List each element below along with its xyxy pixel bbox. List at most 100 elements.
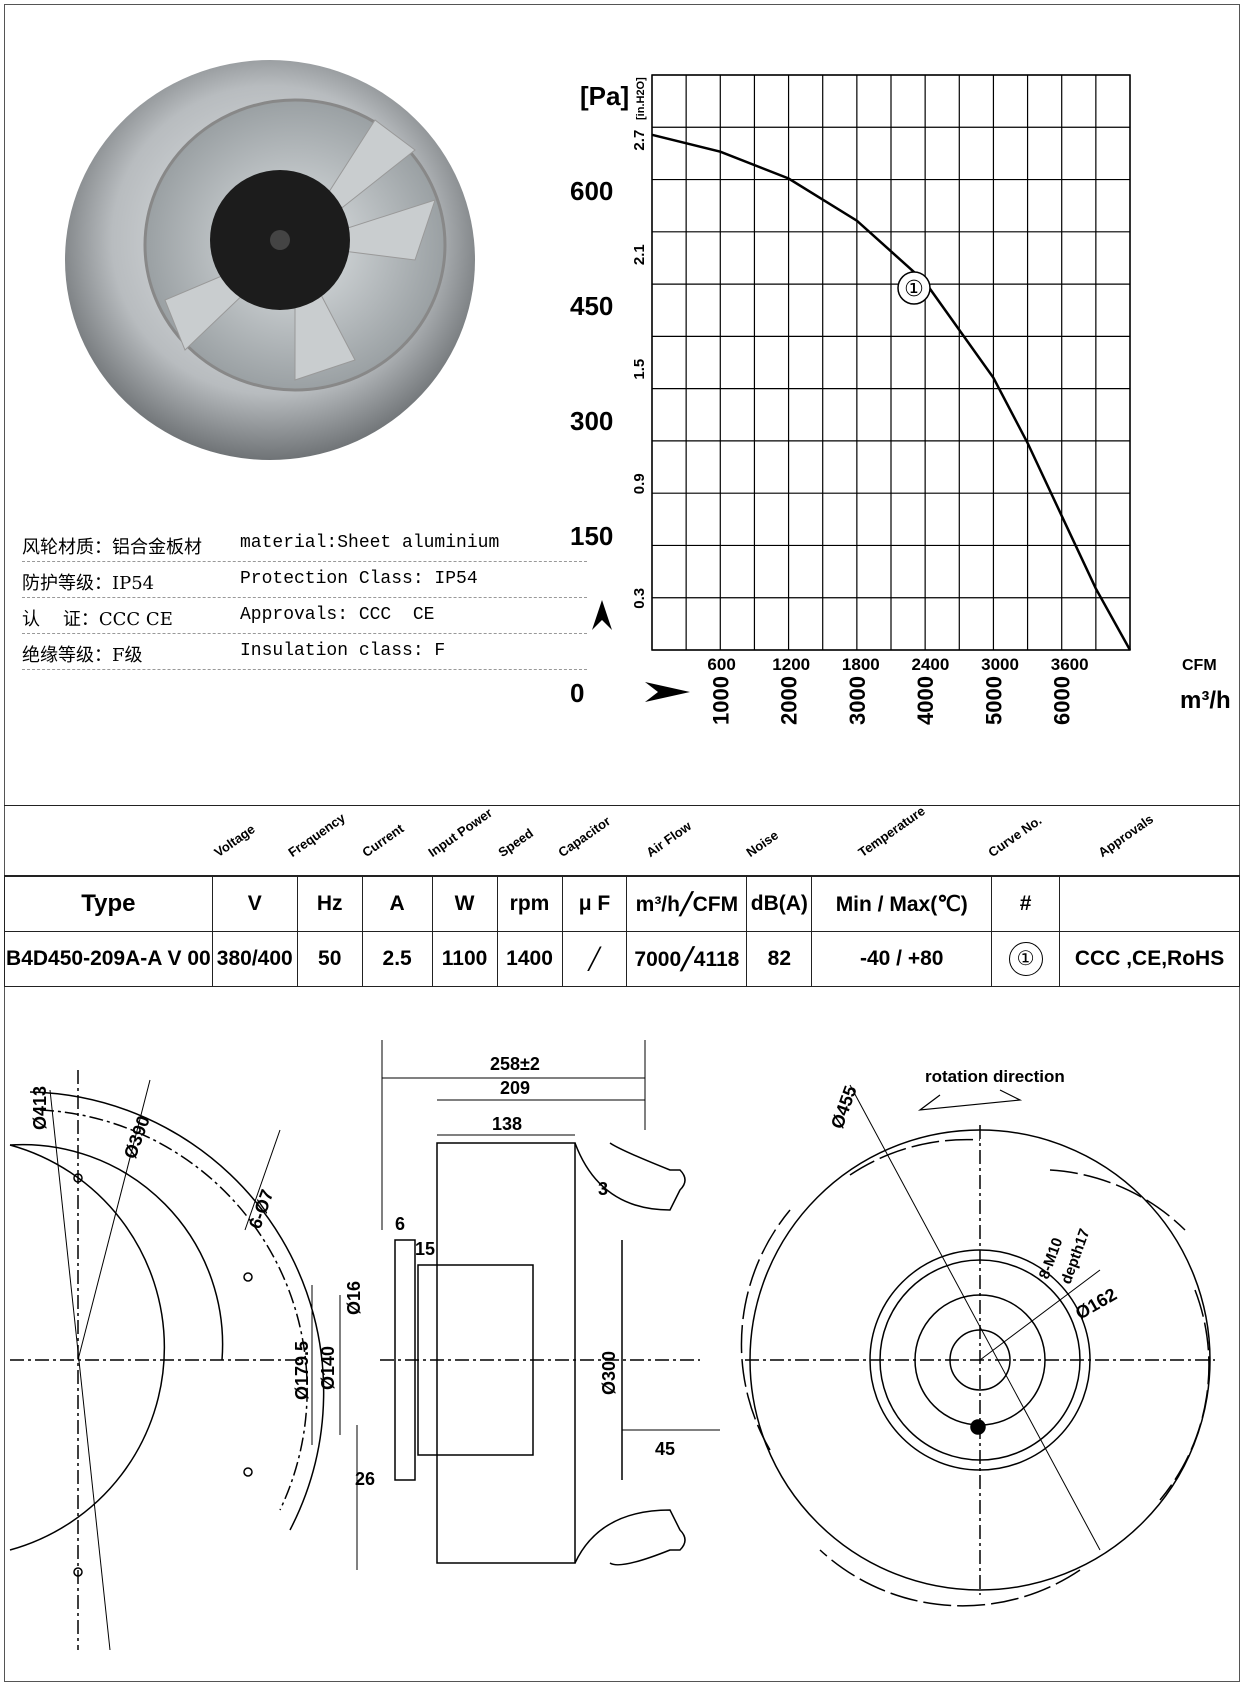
technical-drawings: Ø413 Ø390 6-Ø7 258±2 209 138 3 6 15 Ø16 … [9,1040,1215,1651]
y-tick-label: 600 [570,176,613,206]
spec-en: material:Sheet aluminium [240,533,500,553]
cell-current: 2.5 [361,931,433,987]
dim-26: 26 [355,1469,375,1489]
dim-d162: Ø162 [1072,1284,1120,1323]
y-tick-label: 300 [570,406,613,436]
spec-cn: 风轮材质：铝合金板材 [22,537,202,558]
unit-db: dB(A) [746,875,813,932]
unit-approvals [1059,875,1240,932]
x-cfm-tick-label: 600 [707,655,735,674]
dim-d140: Ø140 [318,1346,338,1390]
unit-v: V [211,875,298,932]
cell-type: B4D450-209A-A V 00 [4,931,213,987]
dim-depth17: depth17 [1058,1227,1094,1287]
y-unit-label: [Pa] [580,81,629,111]
y2-tick-label: 0.3 [631,588,648,609]
dim-d179: Ø179.5 [292,1341,312,1400]
y2-tick-label: 1.5 [631,359,648,380]
x-m3h-tick-label: 6000 [1050,676,1075,725]
curve-label-text: ① [904,277,924,302]
cell-curve: ① [991,931,1061,987]
cell-voltage: 380/400 [211,931,298,987]
spec-row-approvals: 认 证：CCC CE Approvals: CCC CE [22,597,587,634]
dim-6: 6 [395,1214,405,1234]
y-ticks: 0 150 300 450 600 [570,176,613,708]
dim-d300: Ø300 [599,1351,619,1395]
dim-209: 209 [500,1078,530,1098]
cell-noise: 82 [746,931,813,987]
spec-cn: 认 证：CCC CE [22,609,173,630]
right-arrow-icon [645,682,690,702]
spec-row-protection: 防护等级：IP54 Protection Class: IP54 [22,561,587,598]
side-view [311,1040,720,1570]
x-m3h-tick-label: 3000 [845,676,870,725]
cell-approvals: CCC ,CE,RoHS [1059,931,1240,987]
cell-airflow: 7000╱4118 [626,931,748,987]
page-frame [4,4,1240,1682]
series-line-1 [651,133,1132,651]
cell-frequency: 50 [296,931,363,987]
cfm-label: CFM [1182,657,1217,674]
y2-tick-label: 2.7 [631,130,648,151]
unit-temp: Min / Max(℃) [811,875,993,932]
spec-row-material: 风轮材质：铝合金板材 material:Sheet aluminium [22,525,587,562]
front-view [740,1084,1215,1607]
unit-type: Type [4,875,213,932]
performance-chart: [Pa] [in.H2O] 0 150 300 450 600 0.3 0.9 1.5 2.1… [570,74,1231,725]
cell-capacitor: ╱ [561,931,628,987]
x-m3h-tick-label: 1000 [708,676,733,725]
dim-15: 15 [415,1239,435,1259]
x-cfm-tick-label: 1800 [842,655,880,674]
x-cfm-tick-label: 3000 [981,655,1019,674]
m3h-label: m³/h [1180,687,1231,714]
x-m3h-tick-label: 2000 [777,676,802,725]
fan-photo [65,60,475,460]
dim-d16: Ø16 [344,1281,364,1315]
rotation-label: rotation direction [925,1067,1065,1086]
unit-rpm: rpm [496,875,563,932]
dim-45: 45 [655,1439,675,1459]
cell-temperature: -40 / +80 [811,931,993,987]
y2-tick-label: 2.1 [631,244,648,265]
dim-3: 3 [598,1179,608,1199]
chart-grid [651,74,1131,651]
x-cfm-tick-label: 2400 [912,655,950,674]
y-tick-label: 150 [570,521,613,551]
up-arrow-icon [592,600,612,630]
unit-hz: Hz [296,875,363,932]
spec-en: Approvals: CCC CE [240,605,435,625]
plot-border [651,74,1131,651]
x-cfm-tick-label: 1200 [772,655,810,674]
spec-table: Type V Hz A W rpm μ F m³/h╱CFM dB(A) Min… [4,875,1240,987]
x-m3h-tick-label: 5000 [981,676,1006,725]
cell-power: 1100 [431,931,498,987]
curve-number: ① [1008,942,1043,976]
spec-cn: 防护等级：IP54 [22,573,155,594]
dim-258: 258±2 [490,1054,540,1074]
x-cfm-tick-label: 3600 [1051,655,1089,674]
spec-en: Insulation class: F [240,641,446,661]
y2-tick-label: 0.9 [631,473,648,494]
dim-d413: Ø413 [30,1086,50,1130]
x-ticks: 600 1200 1800 2400 3000 3600 1000 2000 3000 4000 5… [707,655,1088,725]
dim-d455: Ø455 [827,1083,861,1131]
dim-138: 138 [492,1114,522,1134]
unit-a: A [361,875,433,932]
spec-cn: 绝缘等级：F级 [22,645,143,666]
unit-airflow: m³/h╱CFM [626,875,748,932]
spec-en: Protection Class: IP54 [240,569,478,589]
y2-unit-label: [in.H2O] [635,77,647,120]
unit-w: W [431,875,498,932]
unit-uf: μ F [561,875,628,932]
curve-label: ① [897,271,931,305]
x-m3h-tick-label: 4000 [913,676,938,725]
unit-curve: # [991,875,1061,932]
y-tick-label: 0 [570,678,584,708]
y-tick-label: 450 [570,291,613,321]
spec-row-insulation: 绝缘等级：F级 Insulation class: F [22,633,587,670]
left-view [9,1070,325,1651]
cell-speed: 1400 [496,931,563,987]
y2-ticks: 0.3 0.9 1.5 2.1 2.7 [631,130,648,609]
data-row: B4D450-209A-A V 00 380/400 50 2.5 1100 1… [4,931,1240,987]
units-row: Type V Hz A W rpm μ F m³/h╱CFM dB(A) Min… [4,875,1240,932]
